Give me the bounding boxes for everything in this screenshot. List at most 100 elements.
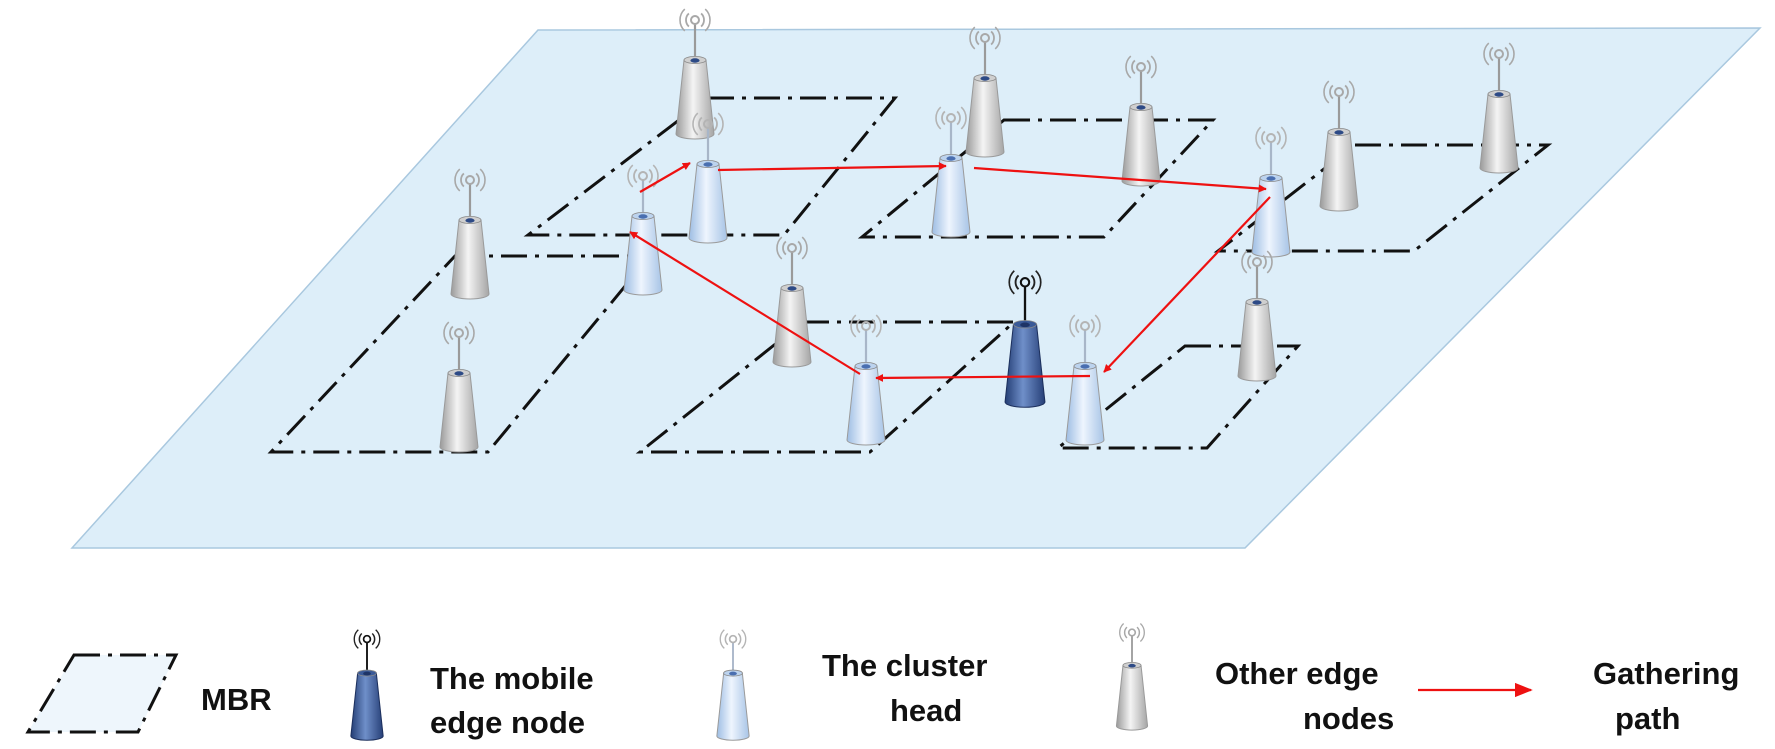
antenna-ring: [638, 171, 648, 181]
tower-body: [688, 163, 728, 244]
other-edge-node: [965, 26, 1005, 158]
antenna-tower-icon: [716, 629, 750, 741]
legend-cluster-label: The cluster: [822, 648, 987, 683]
tower-body: [450, 219, 490, 300]
signal-wave: [741, 629, 747, 649]
tower-body: [1004, 323, 1046, 408]
tower-cap: [703, 162, 713, 167]
legend-mobile-label: edge node: [430, 705, 585, 740]
legend-cluster-label: head: [890, 693, 962, 728]
path-segment: [629, 231, 861, 375]
signal-wave: [375, 629, 381, 649]
signal-wave: [1075, 318, 1080, 334]
signal-wave: [782, 240, 787, 256]
antenna-ring: [1136, 62, 1146, 72]
signal-wave: [1146, 59, 1151, 75]
tower-body: [1319, 131, 1359, 212]
tower-cap: [465, 218, 475, 223]
legend-mbr-label: MBR: [201, 682, 272, 717]
signal-wave: [1136, 626, 1141, 639]
signal-wave: [1241, 250, 1248, 274]
signal-wave: [648, 168, 653, 184]
antenna-ring: [1080, 321, 1090, 331]
signal-wave: [856, 318, 861, 334]
signal-wave: [1131, 59, 1136, 75]
cluster-head-icon: [716, 629, 750, 741]
path-segment: [639, 162, 691, 193]
antenna-ring: [980, 33, 990, 43]
signal-wave: [692, 112, 699, 136]
antenna-ring: [787, 243, 797, 253]
tower-body: [846, 365, 886, 446]
signal-wave: [685, 12, 690, 28]
tower-cap: [729, 671, 737, 676]
signal-wave: [975, 30, 980, 46]
tower-body: [350, 672, 384, 741]
mbr-region: [1053, 344, 1302, 450]
signal-wave: [454, 168, 461, 192]
path-segment: [875, 373, 1091, 382]
antenna-ring: [1266, 133, 1276, 143]
tower-cap: [454, 371, 464, 376]
signal-wave: [956, 110, 961, 126]
signal-wave: [1483, 42, 1490, 66]
signal-wave: [1030, 274, 1036, 290]
signal-wave: [443, 321, 450, 345]
signal-wave: [713, 116, 718, 132]
path-segment: [973, 166, 1267, 193]
legend-other-label: nodes: [1303, 701, 1394, 736]
cluster-edge-node: [846, 314, 886, 446]
signal-wave: [1329, 84, 1334, 100]
signal-wave: [1344, 84, 1349, 100]
signal-wave: [994, 26, 1001, 50]
tower-body: [931, 157, 971, 238]
tower-body: [1479, 93, 1519, 174]
cluster-edge-node: [1251, 126, 1291, 258]
signal-wave: [960, 106, 967, 130]
antenna-ring: [703, 119, 713, 129]
signal-wave: [1094, 314, 1101, 338]
signal-wave: [371, 632, 376, 646]
signal-wave: [1125, 55, 1132, 79]
tower-body: [1065, 365, 1105, 446]
gathering-path: [629, 162, 1271, 382]
signal-wave: [627, 164, 634, 188]
signal-wave: [1150, 55, 1157, 79]
signal-wave: [353, 629, 359, 649]
signal-wave: [1123, 626, 1128, 639]
other-edge-node: [675, 8, 715, 140]
signal-wave: [1348, 80, 1355, 104]
signal-wave: [1489, 46, 1494, 62]
tower-body: [675, 59, 715, 140]
tower-cap: [1252, 300, 1262, 305]
antenna-ring: [465, 175, 475, 185]
tower-body: [1237, 301, 1277, 382]
antenna-ring: [690, 15, 700, 25]
legend-path-label: path: [1615, 701, 1680, 736]
signal-wave: [1276, 130, 1281, 146]
other-edge-node: [1479, 42, 1519, 174]
antenna-tower-icon: [350, 629, 384, 741]
other-edge-node: [1319, 80, 1359, 212]
mobile-edge-node: [1004, 270, 1046, 408]
signal-wave: [776, 236, 783, 260]
signal-wave: [464, 325, 469, 341]
signal-wave: [1069, 314, 1076, 338]
antenna-ring: [1127, 628, 1137, 637]
other-edge-node-icon: [1115, 623, 1149, 731]
signal-wave: [1323, 80, 1330, 104]
tower-cap: [1020, 322, 1030, 328]
signal-wave: [719, 629, 725, 649]
tower-cap: [1494, 92, 1504, 97]
signal-wave: [1008, 270, 1015, 295]
antenna-ring: [1494, 49, 1504, 59]
tower-cap: [946, 156, 956, 161]
signal-wave: [969, 26, 976, 50]
signal-wave: [871, 318, 876, 334]
antenna-ring: [454, 328, 464, 338]
tower-cap: [861, 364, 871, 369]
signal-wave: [1508, 42, 1515, 66]
signal-wave: [1035, 270, 1042, 295]
tower-body: [965, 77, 1005, 158]
tower-cap: [1128, 663, 1136, 668]
